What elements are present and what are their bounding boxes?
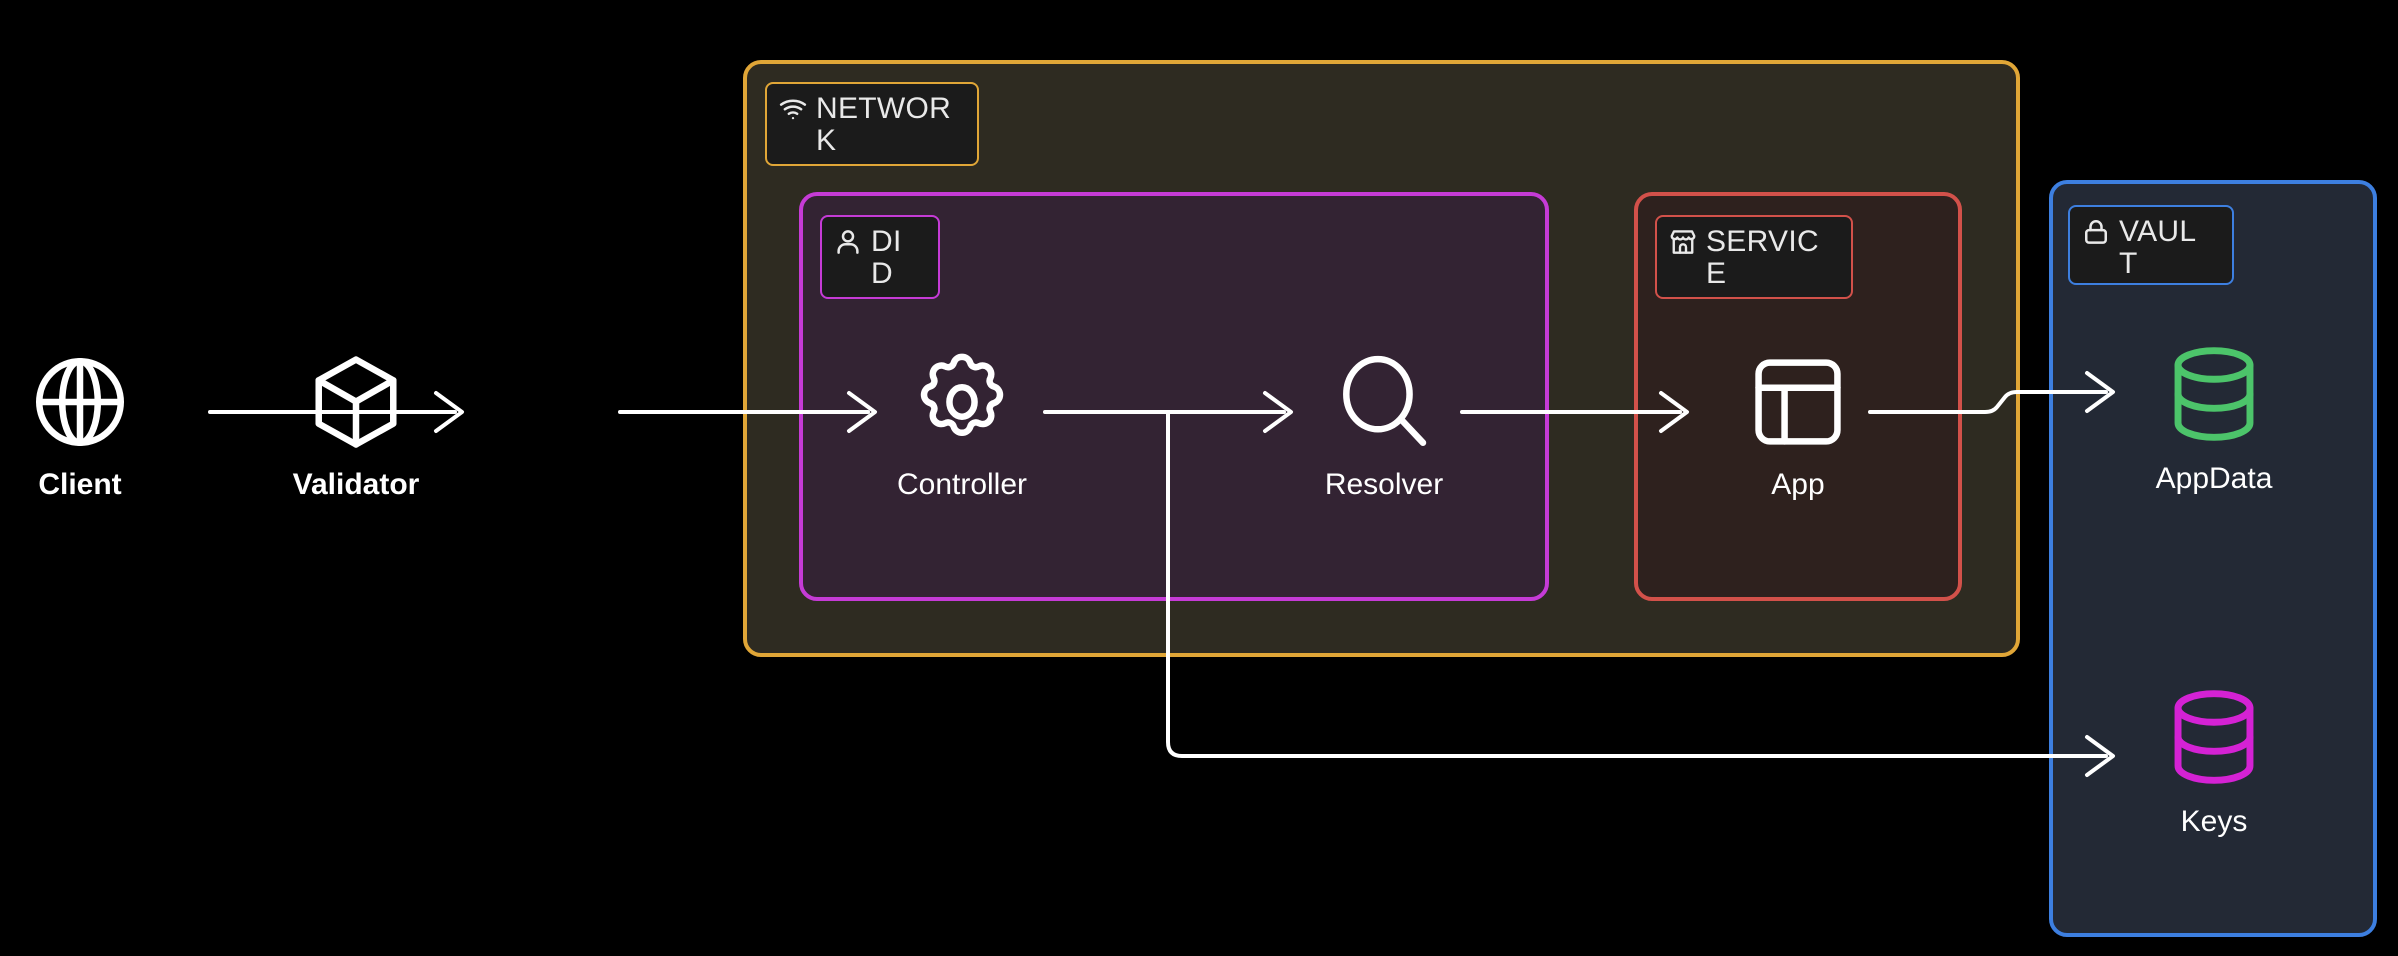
node-client-label: Client: [38, 468, 122, 501]
node-resolver[interactable]: Resolver: [1284, 350, 1484, 502]
node-resolver-label: Resolver: [1324, 468, 1444, 501]
gear-icon: [920, 353, 1004, 436]
node-validator-label: Validator: [292, 468, 420, 501]
node-controller-label: Controller: [896, 468, 1028, 501]
person-icon: [837, 230, 859, 254]
node-keys[interactable]: Keys: [2114, 685, 2314, 839]
node-controller[interactable]: Controller: [862, 350, 1062, 502]
node-validator[interactable]: Validator: [256, 350, 456, 502]
node-appdata[interactable]: AppData: [2114, 342, 2314, 496]
lock-icon: [2084, 220, 2108, 244]
node-keys-label: Keys: [2180, 805, 2248, 838]
wifi-icon: [779, 99, 807, 120]
node-app[interactable]: App: [1698, 350, 1898, 502]
layout-icon: [1755, 359, 1841, 445]
database-icon: [2174, 690, 2254, 784]
store-icon: [1670, 230, 1696, 254]
globe-icon: [36, 358, 124, 446]
node-app-label: App: [1771, 468, 1825, 501]
cube-icon: [315, 356, 397, 448]
node-client[interactable]: Client: [0, 350, 180, 502]
node-appdata-label: AppData: [2155, 462, 2273, 495]
database-icon: [2174, 347, 2254, 441]
magnifier-icon: [1343, 355, 1427, 446]
